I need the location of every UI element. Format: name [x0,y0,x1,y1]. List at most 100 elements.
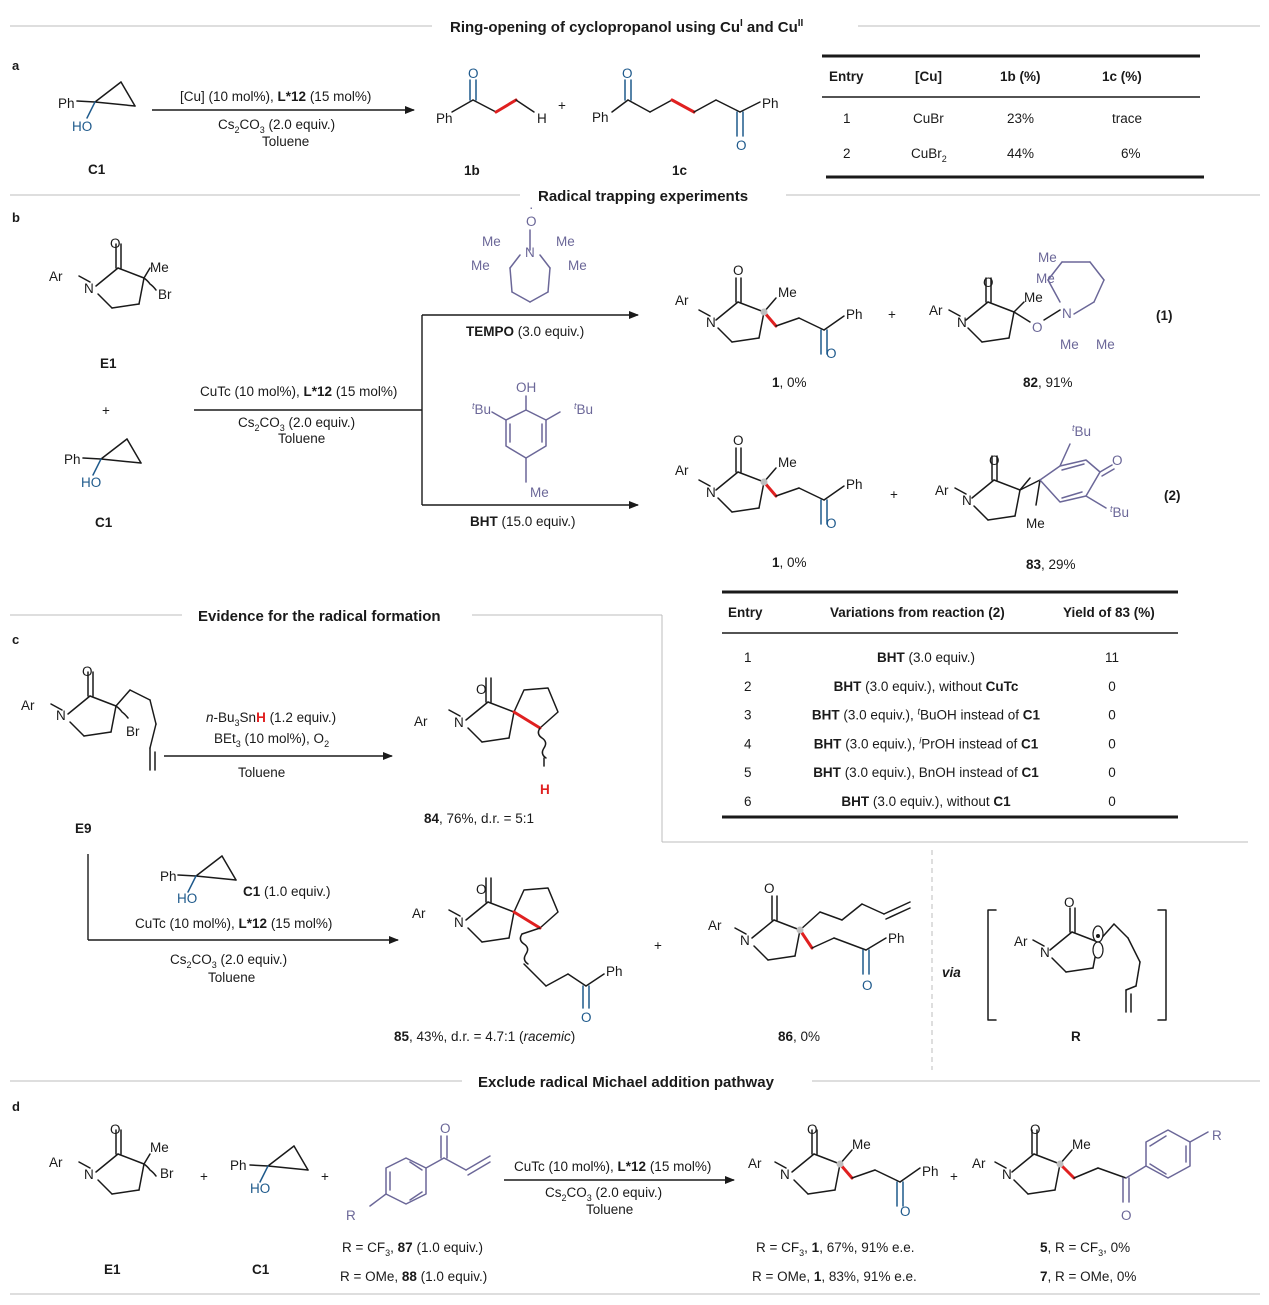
svg-text:C1: C1 [252,1262,270,1277]
table-b-row: 1 BHT (3.0 equiv.) 11 [744,650,1119,665]
compound-c1-d: Ph HO C1 [230,1145,309,1277]
svg-text:Br: Br [126,724,140,739]
svg-text:BHT (3.0 equiv.), without C1: BHT (3.0 equiv.), without C1 [841,794,1011,809]
svg-text:CuBr2: CuBr2 [911,146,947,164]
svg-text:82, 91%: 82, 91% [1023,375,1073,390]
svg-text:R: R [1212,1128,1222,1143]
table-b: Entry Variations from reaction (2) Yield… [722,590,1178,819]
svg-text:tBu: tBu [1072,423,1091,439]
plus-d2: + [321,1169,329,1184]
product-1-ome-result: R = OMe, 1, 83%, 91% e.e. [752,1269,917,1284]
svg-text:CuBr: CuBr [913,111,944,126]
compound-1c: Ph O O Ph 1c [592,66,779,178]
svg-text:Ph: Ph [846,307,863,322]
conditions-c1-line3: Toluene [238,765,285,780]
product-85: Ar N O Ph O 85, 43%, d.r. = 4.7:1 (racem… [394,877,623,1044]
product-83: Ar N O Me O tBu tBu 83, 29% [935,423,1129,572]
svg-text:Me: Me [482,234,501,249]
svg-text:N: N [84,281,94,296]
svg-text:Me: Me [1026,516,1045,531]
svg-text:C1: C1 [95,515,113,530]
compound-1b: Ph O H 1b [436,66,547,178]
svg-text:Ar: Ar [972,1156,986,1171]
svg-text:0: 0 [1108,794,1116,809]
svg-text:O: O [526,214,537,229]
svg-text:N: N [706,485,716,500]
svg-text:1: 1 [843,111,851,126]
svg-text:HO: HO [81,475,101,490]
svg-text:O: O [581,1010,592,1025]
tempo-amount: TEMPO (3.0 equiv.) [466,324,584,339]
svg-text:H: H [540,782,550,797]
svg-text:Ar: Ar [675,463,689,478]
product-7-result: 7, R = OMe, 0% [1040,1269,1136,1284]
svg-text:Ph: Ph [606,964,623,979]
svg-text:O: O [1112,453,1123,468]
svg-text:O: O [826,346,837,361]
conditions-c1-line2: BEt3 (10 mol%), O2 [214,731,329,749]
plus-a: + [558,98,566,113]
compound-c1-c: Ph HO [160,855,237,906]
compound-e1-d: Ar N O Me Br E1 [49,1122,174,1277]
svg-text:11: 11 [1105,650,1119,665]
svg-text:Ph: Ph [58,96,75,111]
svg-text:O: O [476,682,487,697]
svg-text:N: N [454,715,464,730]
svg-text:N: N [84,1167,94,1182]
svg-text:O: O [622,66,633,81]
svg-text:86, 0%: 86, 0% [778,1029,820,1044]
bht-amount: BHT (15.0 equiv.) [470,514,576,529]
svg-text:Me: Me [530,485,549,500]
compound-c1-a: Ph HO C1 [58,81,136,177]
svg-text:Me: Me [568,258,587,273]
svg-text:BHT (3.0 equiv.), tBuOH instea: BHT (3.0 equiv.), tBuOH instead of C1 [812,707,1041,723]
svg-text:N: N [454,915,464,930]
svg-text:BHT (3.0 equiv.): BHT (3.0 equiv.) [877,650,975,665]
svg-text:BHT (3.0 equiv.), without CuTc: BHT (3.0 equiv.), without CuTc [834,679,1019,694]
svg-text:Me: Me [556,234,575,249]
svg-text:1, 0%: 1, 0% [772,375,807,390]
svg-text:E9: E9 [75,821,92,836]
svg-text:N: N [957,315,967,330]
svg-text:Br: Br [160,1166,174,1181]
svg-text:N: N [1062,306,1072,321]
plus-b1: + [888,307,896,322]
equation-1: (1) [1156,308,1173,323]
conditions-a-line3: Toluene [262,134,309,149]
svg-text:Ph: Ph [888,931,905,946]
svg-text:Me: Me [778,455,797,470]
plus-b2: + [890,487,898,502]
svg-text:C1: C1 [88,162,106,177]
svg-text:N: N [780,1167,790,1182]
svg-text:2: 2 [843,146,851,161]
svg-text:·: · [529,200,534,215]
svg-text:0: 0 [1108,765,1116,780]
plus-c: + [654,938,662,953]
svg-text:N: N [962,493,972,508]
svg-text:Yield of 83 (%): Yield of 83 (%) [1063,605,1155,620]
svg-text:O: O [826,516,837,531]
svg-text:1: 1 [744,650,752,665]
product-1-d: Ar N O Me Ph O [748,1122,939,1219]
svg-text:Ph: Ph [160,869,177,884]
svg-text:23%: 23% [1007,111,1034,126]
svg-text:Me: Me [150,1140,169,1155]
svg-text:Ar: Ar [21,698,35,713]
svg-text:HO: HO [72,119,92,134]
svg-text:R: R [346,1208,356,1223]
svg-text:6: 6 [744,794,752,809]
svg-text:O: O [476,882,487,897]
svg-text:Ar: Ar [935,483,949,498]
conditions-a-line2: Cs2CO3 (2.0 equiv.) [218,117,335,135]
compound-e1-b: Ar N O Me Br E1 [49,236,172,371]
svg-text:Me: Me [852,1137,871,1152]
via-label: via [942,965,961,980]
svg-text:0: 0 [1108,736,1116,751]
svg-text:N: N [1002,1167,1012,1182]
svg-text:44%: 44% [1007,146,1034,161]
svg-text:1b (%): 1b (%) [1000,69,1041,84]
svg-text:OH: OH [516,380,536,395]
